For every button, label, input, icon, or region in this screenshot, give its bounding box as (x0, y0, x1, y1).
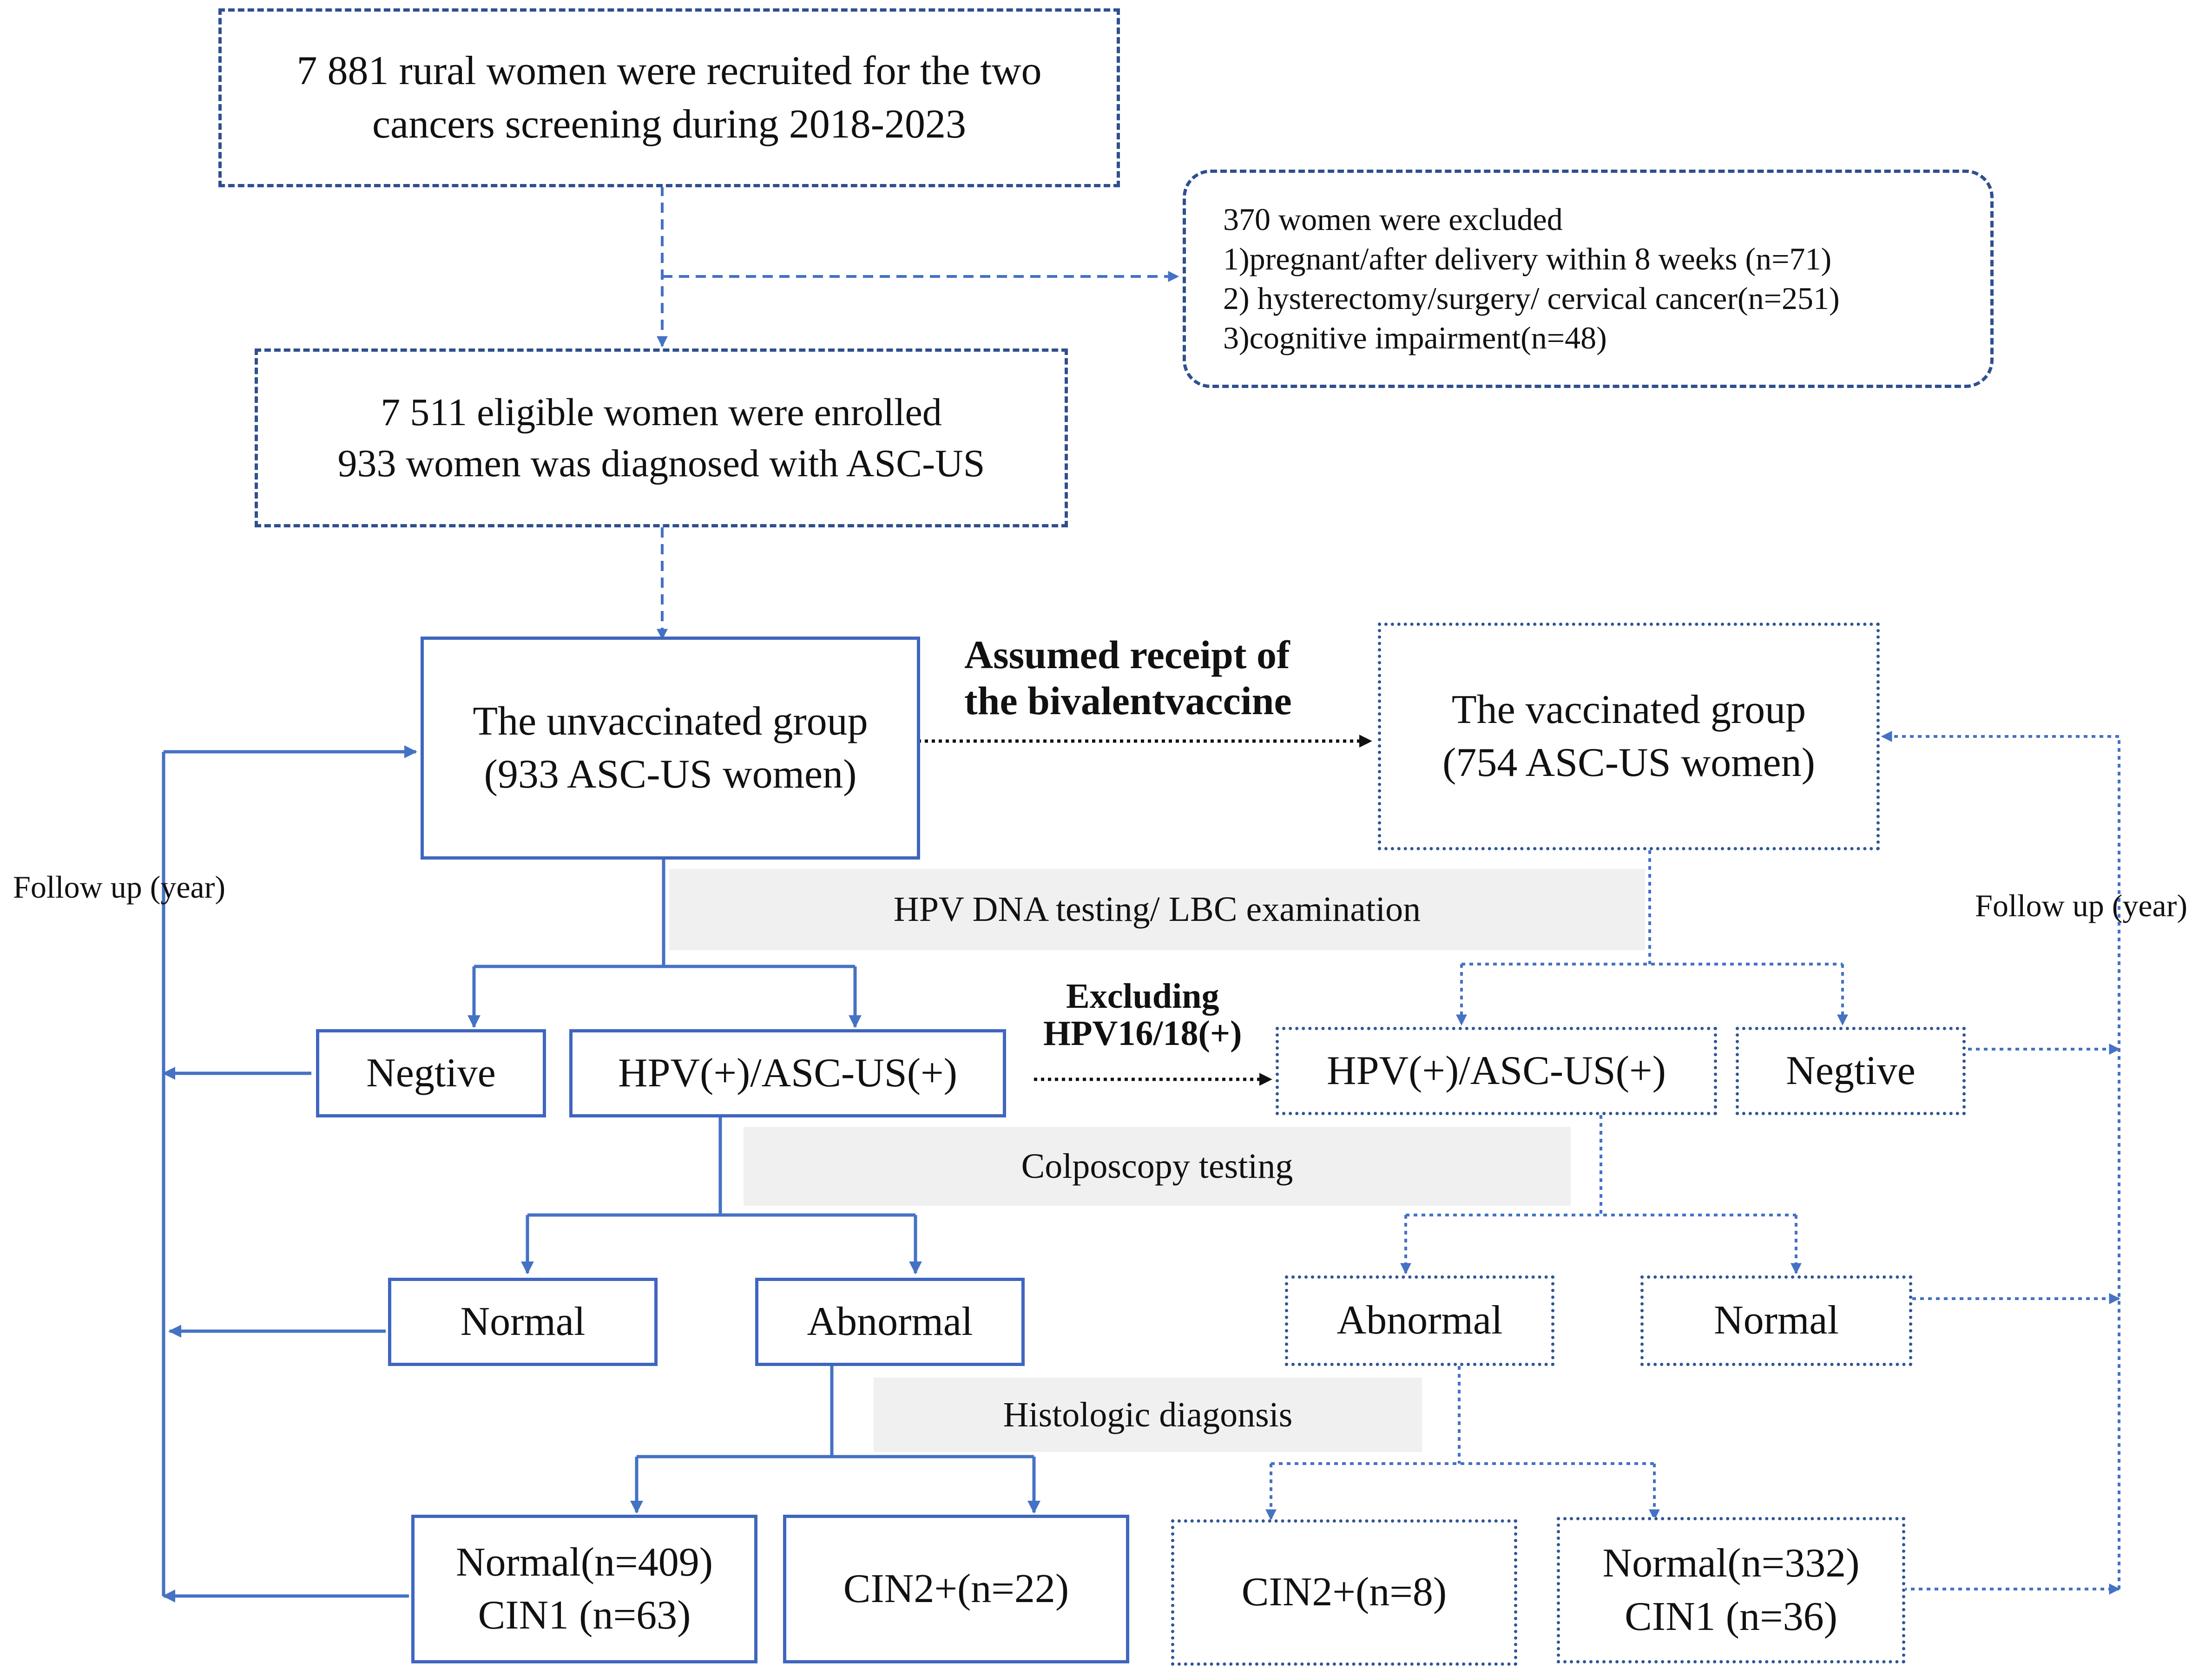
assumed-line-1: Assumed receipt of (964, 632, 1290, 677)
colposcopy-band: Colposcopy testing (744, 1127, 1571, 1206)
abnormal-right-box: Abnormal (1285, 1275, 1554, 1366)
negative-right-box: Negtive (1736, 1027, 1966, 1115)
assumed-line-2: the bivalentvaccine (964, 678, 1292, 723)
vaccinated-group-box: The vaccinated group (754 ASC-US women) (1378, 623, 1880, 850)
follow-up-left-label: Follow up (year) (13, 869, 226, 905)
recruited-line-1: 7 881 rural women were recruited for the… (296, 48, 1042, 94)
excluding-line-2: HPV16/18(+) (1043, 1013, 1242, 1053)
cin2-right-box: CIN2+(n=8) (1171, 1519, 1517, 1666)
excluding-line-1: Excluding (1066, 977, 1219, 1016)
histology-normal-left-line-1: Normal(n=409) (455, 1539, 713, 1585)
histology-normal-left-box: Normal(n=409) CIN1 (n=63) (411, 1515, 757, 1663)
vaccinated-line-1: The vaccinated group (1451, 687, 1806, 732)
hpv-positive-left-box: HPV(+)/ASC-US(+) (569, 1029, 1006, 1117)
hpv-testing-band: HPV DNA testing/ LBC examination (669, 869, 1645, 950)
histologic-band: Histologic diagonsis (874, 1378, 1422, 1452)
excluded-line-1: 370 women were excluded (1223, 202, 1563, 237)
normal-right-box: Normal (1640, 1275, 1912, 1366)
unvaccinated-line-2: (933 ASC-US women) (484, 752, 857, 797)
normal-left-box: Normal (388, 1278, 658, 1366)
excluding-hpv-label: Excluding HPV16/18(+) (1043, 978, 1242, 1052)
follow-up-right-label: Follow up (year) (1975, 888, 2188, 923)
assumed-vaccine-label: Assumed receipt of the bivalentvaccine (964, 632, 1292, 724)
excluded-line-2: 1)pregnant/after delivery within 8 weeks… (1223, 241, 1832, 276)
unvaccinated-line-1: The unvaccinated group (473, 698, 868, 744)
histology-normal-right-line-2: CIN1 (n=36) (1625, 1594, 1837, 1639)
excluded-line-3: 2) hysterectomy/surgery/ cervical cancer… (1223, 281, 1840, 316)
histology-normal-left-line-2: CIN1 (n=63) (478, 1593, 691, 1638)
enrolled-line-1: 7 511 eligible women were enrolled (381, 391, 942, 434)
hpv-positive-right-box: HPV(+)/ASC-US(+) (1276, 1027, 1717, 1115)
recruited-line-2: cancers screening during 2018-2023 (372, 101, 967, 147)
cross-dotted-arrows (918, 735, 1372, 1086)
cin2-left-box: CIN2+(n=22) (783, 1515, 1129, 1663)
enrolled-line-2: 933 women was diagnosed with ASC-US (337, 441, 985, 485)
vaccinated-line-2: (754 ASC-US women) (1442, 740, 1815, 785)
recruited-box: 7 881 rural women were recruited for the… (218, 8, 1120, 187)
enrolled-box: 7 511 eligible women were enrolled 933 w… (255, 348, 1068, 527)
right-dotted-connectors (1265, 731, 2120, 1595)
histology-normal-right-box: Normal(n=332) CIN1 (n=36) (1557, 1517, 1905, 1663)
top-dashed-connectors (657, 186, 1179, 640)
excluded-line-4: 3)cognitive impairment(n=48) (1223, 320, 1607, 355)
excluded-box: 370 women were excluded 1)pregnant/after… (1183, 170, 1994, 388)
unvaccinated-group-box: The unvaccinated group (933 ASC-US women… (421, 637, 920, 860)
histology-normal-right-line-1: Normal(n=332) (1602, 1541, 1860, 1586)
abnormal-left-box: Abnormal (755, 1278, 1025, 1366)
left-solid-connectors (162, 745, 1040, 1603)
negative-left-box: Negtive (316, 1029, 546, 1117)
